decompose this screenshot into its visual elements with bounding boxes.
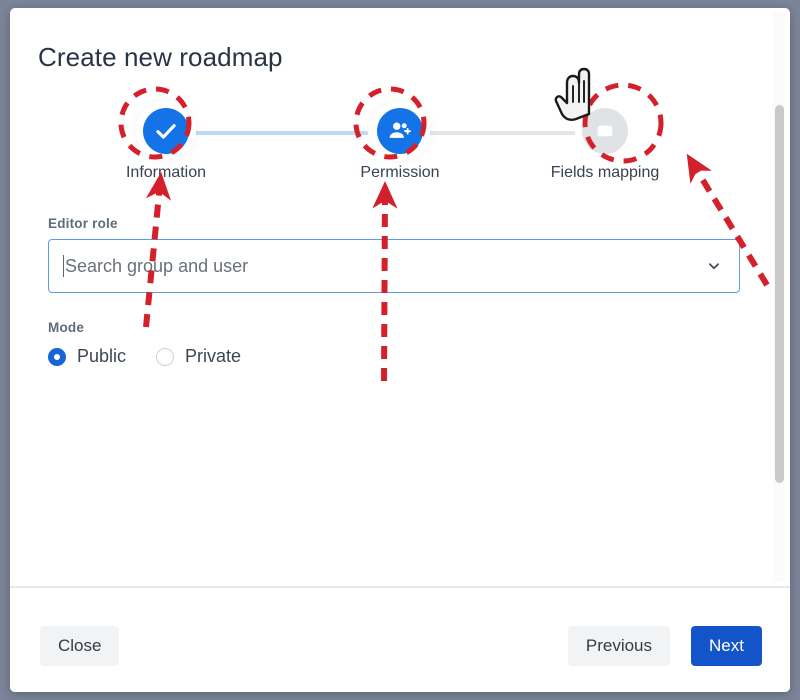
step-label-fields-mapping: Fields mapping [550, 164, 660, 181]
radio-private-label: Private [185, 346, 242, 366]
page-title: Create new roadmap [38, 42, 283, 72]
editor-role-search-input[interactable]: Search group and user [48, 239, 740, 293]
stepper-step-permission[interactable]: Permission [310, 96, 490, 182]
step-bubble-permission[interactable] [377, 108, 423, 154]
close-button[interactable]: Close [40, 626, 120, 666]
step-label-permission: Permission [360, 164, 440, 181]
stepper-connector-1 [166, 131, 368, 135]
radio-public-indicator[interactable] [48, 347, 66, 366]
stepper-connector-2 [428, 131, 633, 135]
next-button[interactable]: Next [691, 626, 762, 666]
person-add-icon [387, 118, 413, 144]
footer-divider [10, 586, 790, 588]
mode-label: Mode [48, 320, 85, 335]
check-icon [153, 118, 179, 144]
stepper: Information [38, 96, 728, 196]
step-bubble-information[interactable] [143, 108, 189, 154]
vertical-scrollbar-thumb[interactable] [775, 105, 784, 483]
previous-button[interactable]: Previous [567, 626, 670, 666]
editor-role-label: Editor role [48, 216, 118, 231]
modal-footer: Close Previous Next [10, 588, 790, 692]
text-caret [63, 255, 64, 277]
radio-option-public[interactable]: Public [48, 346, 126, 367]
chevron-down-icon[interactable] [705, 257, 723, 275]
step-bubble-fields-mapping[interactable] [582, 108, 628, 154]
radio-option-private[interactable]: Private [156, 346, 241, 367]
stepper-step-fields-mapping[interactable]: Fields mapping [515, 96, 695, 182]
modal-body: Create new roadmap Information [10, 8, 790, 586]
search-input-placeholder: Search group and user [65, 255, 249, 276]
step-label-information: Information [125, 164, 207, 181]
radio-private-indicator[interactable] [156, 347, 175, 366]
card-icon [593, 119, 617, 143]
mode-radio-group: Public Private [48, 346, 241, 367]
stepper-step-information[interactable]: Information [76, 96, 256, 182]
radio-public-label: Public [77, 346, 127, 366]
create-roadmap-modal: Create new roadmap Information [10, 8, 790, 692]
